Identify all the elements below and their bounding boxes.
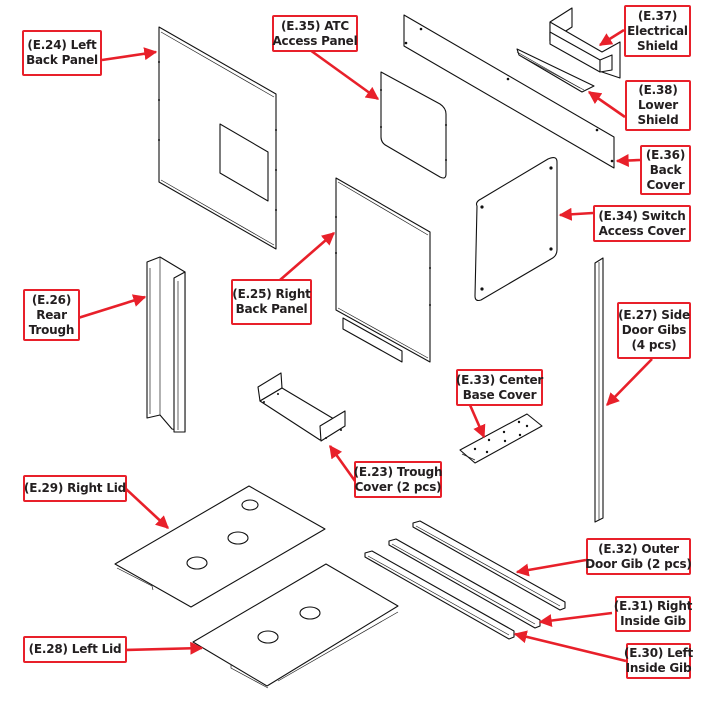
callout-e34-switch-access-cover: (E.34) Switch Access Cover [593, 205, 691, 242]
callout-e31-right-inside-gib: (E.31) Right Inside Gib [614, 596, 692, 632]
leader-e30 [513, 630, 627, 663]
right-back-panel [335, 177, 431, 363]
back-cover [403, 14, 615, 169]
leader-e24 [101, 47, 158, 62]
leader-e29 [124, 487, 169, 529]
leader-e25 [279, 232, 335, 281]
leader-e26 [77, 294, 147, 320]
callout-e27-side-door-gibs: (E.27) Side Door Gibs (4 pcs) [617, 302, 691, 359]
leader-e28 [124, 641, 204, 655]
callout-e35-atc-access-panel: (E.35) ATC Access Panel [272, 15, 358, 52]
leader-e27 [606, 358, 653, 406]
callout-e30-left-inside-gib: (E.30) Left Inside Gib [624, 643, 693, 679]
leader-e34 [558, 207, 594, 221]
right-lid [114, 485, 326, 608]
callout-e24-left-back-panel: (E.24) Left Back Panel [22, 30, 102, 76]
callout-e32-outer-door-gib: (E.32) Outer Door Gib (2 pcs) [585, 538, 692, 575]
callout-e26-rear-trough: (E.26) Rear Trough [23, 289, 80, 341]
leader-e37 [598, 28, 625, 47]
left-lid [192, 563, 399, 689]
callout-e23-trough-cover: (E.23) Trough Cover (2 pcs) [354, 461, 443, 498]
callout-e25-right-back-panel: (E.25) Right Back Panel [231, 279, 312, 325]
leader-e38 [587, 90, 626, 119]
leader-e23 [328, 444, 357, 482]
leader-e35 [309, 48, 380, 101]
callout-e38-lower-shield: (E.38) Lower Shield [625, 80, 691, 131]
callout-e36-back-cover: (E.36) Back Cover [640, 145, 691, 195]
rear-trough [146, 256, 186, 433]
callout-e37-electrical-shield: (E.37) Electrical Shield [624, 5, 691, 57]
side-door-gib [594, 257, 604, 523]
callout-e28-left-lid: (E.28) Left Lid [23, 636, 127, 663]
center-base-cover [459, 413, 543, 464]
electrical-shield [549, 7, 621, 79]
callout-e33-center-base-cover: (E.33) Center Base Cover [456, 369, 543, 406]
leader-lines [77, 28, 653, 663]
atc-access-panel [380, 71, 447, 179]
trough-cover [257, 372, 346, 442]
switch-access-cover [474, 156, 558, 302]
leader-e33 [468, 404, 486, 439]
leader-e31 [538, 611, 613, 627]
callout-e29-right-lid: (E.29) Right Lid [23, 475, 127, 502]
lower-shield [516, 48, 595, 93]
leader-e36 [615, 153, 641, 167]
outer-door-gib [412, 520, 566, 611]
left-back-panel [158, 26, 277, 250]
leader-e32 [515, 558, 587, 577]
